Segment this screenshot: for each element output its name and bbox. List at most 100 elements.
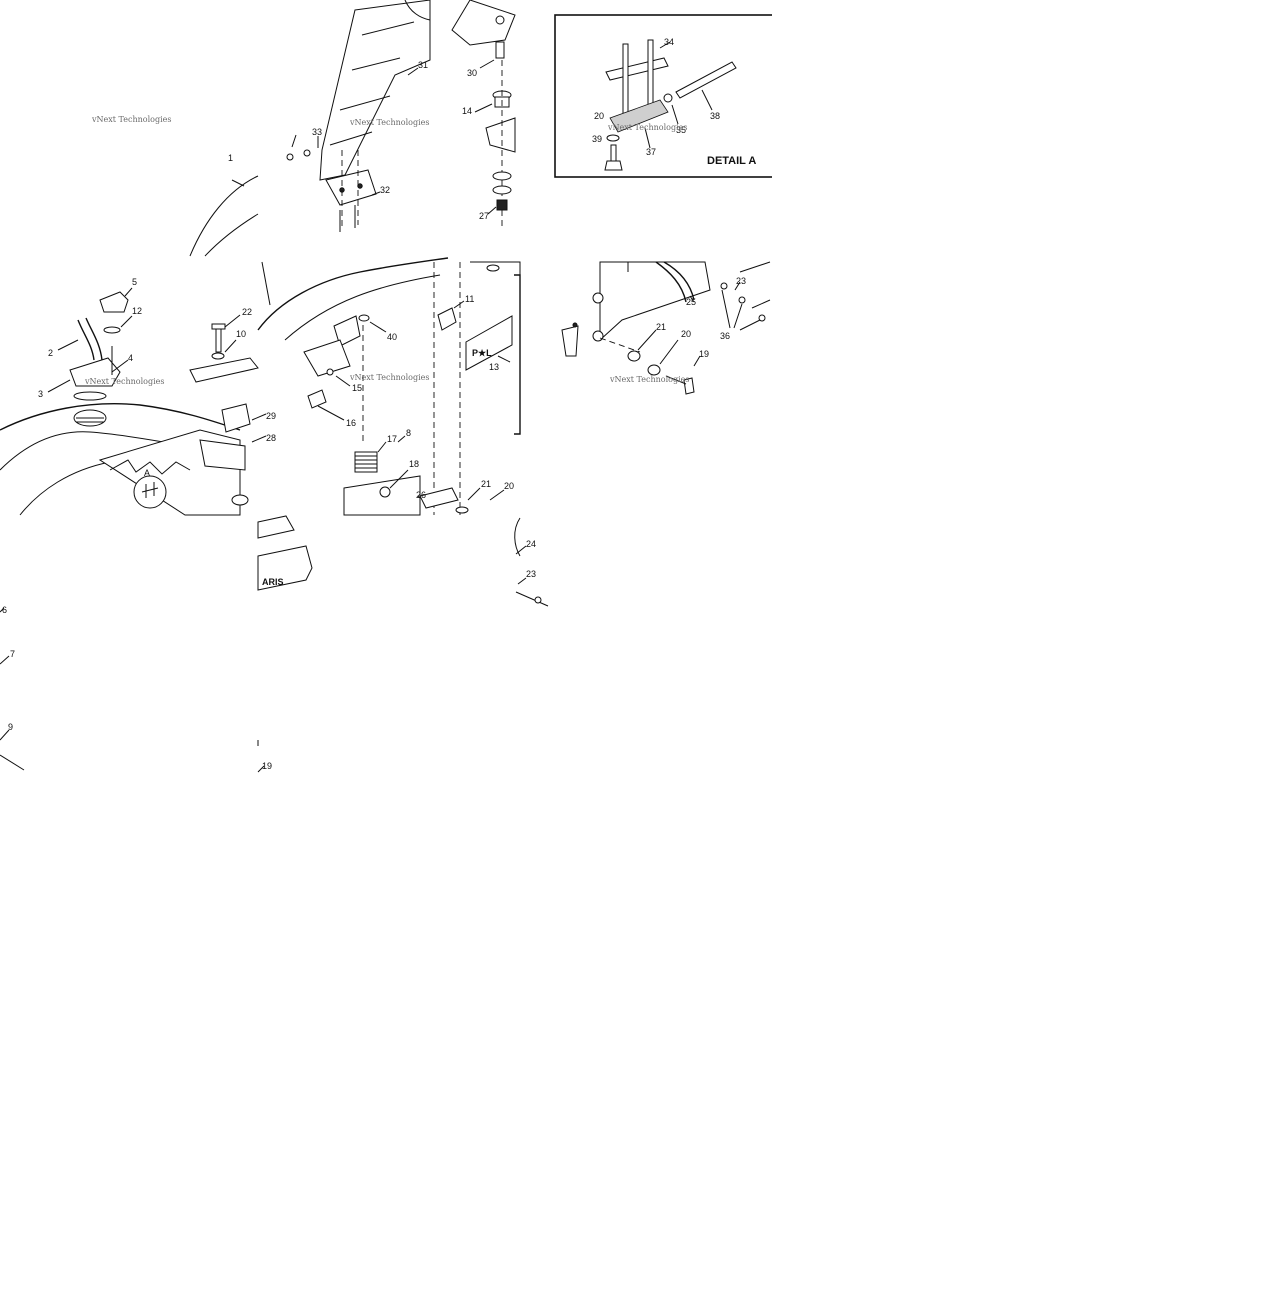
callout-20-detail: 20 xyxy=(594,111,604,121)
pivot-pin xyxy=(572,322,578,328)
callout-16: 16 xyxy=(346,418,356,428)
watermark-2: vNext Technologies xyxy=(349,118,429,127)
tank-neck-threads xyxy=(76,417,104,423)
detail-a-circle-parts xyxy=(141,482,159,498)
callout-33: 33 xyxy=(312,127,322,137)
leader-19-bottom xyxy=(257,765,265,773)
tank-rail xyxy=(189,357,259,383)
detail-a-clip xyxy=(772,0,792,260)
clip-36b xyxy=(738,296,746,304)
group-bracket xyxy=(514,274,521,435)
washer-21-right xyxy=(627,350,641,362)
callout-23-right: 23 xyxy=(736,276,746,286)
oil-fitting-18 xyxy=(379,486,391,498)
leader-24 xyxy=(515,545,527,555)
callout-2: 2 xyxy=(48,348,53,358)
tile-bottom-right-fragment: 24 23 xyxy=(514,517,549,607)
callout-21-right: 21 xyxy=(656,322,666,332)
leader-17 xyxy=(377,441,387,453)
hood-front-edge xyxy=(257,257,449,331)
leader-4 xyxy=(111,359,129,373)
leader-23-right xyxy=(734,281,741,291)
hose-25 xyxy=(655,261,695,303)
callout-18: 18 xyxy=(409,459,419,469)
hood-inner-edge xyxy=(284,274,441,341)
watermark-6: vNext Technologies xyxy=(609,375,689,384)
callout-19-right: 19 xyxy=(699,349,709,359)
leader-29 xyxy=(251,413,267,421)
detail-a-circle xyxy=(133,475,167,509)
callout-13: 13 xyxy=(489,362,499,372)
leader-27 xyxy=(487,206,497,215)
callout-6: 6 xyxy=(2,605,7,615)
leader-37 xyxy=(644,127,651,149)
callout-25: 25 xyxy=(686,297,696,307)
leader-35 xyxy=(671,104,679,125)
leader-5 xyxy=(124,287,133,297)
clip-35 xyxy=(663,93,673,103)
bracket-arm xyxy=(319,0,431,181)
leader-12 xyxy=(120,315,133,328)
callout-26: 26 xyxy=(416,490,426,500)
washer-20-detail xyxy=(606,134,620,142)
callout-31: 31 xyxy=(418,60,428,70)
watermark-1: vNext Technologies xyxy=(91,115,171,124)
callout-29: 29 xyxy=(266,411,276,421)
plate-axis-lines xyxy=(341,150,359,230)
callout-27: 27 xyxy=(479,211,489,221)
pivot-bracket xyxy=(599,261,711,342)
callout-7: 7 xyxy=(10,649,15,659)
callout-21-mid: 21 xyxy=(481,479,491,489)
pin-left xyxy=(622,43,629,115)
leader-16 xyxy=(317,405,345,421)
bolt-39-head xyxy=(604,160,623,171)
washer-40 xyxy=(358,314,370,322)
leader-15 xyxy=(335,375,351,387)
callout-40: 40 xyxy=(387,332,397,342)
watermark-5: vNext Technologies xyxy=(349,373,429,382)
callout-39: 39 xyxy=(592,134,602,144)
bolt-22-head xyxy=(211,323,226,330)
fuel-cap-5 xyxy=(99,291,129,313)
detail-a-marker: A xyxy=(144,468,150,478)
linkage-rods xyxy=(739,261,771,309)
upper-bracket xyxy=(451,0,516,46)
upper-bracket-hole xyxy=(495,15,505,25)
logo-text-2: ARIS xyxy=(262,577,284,587)
leader-6 xyxy=(0,607,5,613)
bracket-ribs xyxy=(329,21,415,146)
pivot-axis xyxy=(599,337,641,353)
logo-plate xyxy=(465,315,513,371)
callout-30: 30 xyxy=(467,68,477,78)
leader-20-mid xyxy=(489,489,505,501)
callout-11: 11 xyxy=(465,294,474,304)
callout-37: 37 xyxy=(646,147,656,157)
leader-30 xyxy=(479,59,495,69)
pin-right xyxy=(647,39,654,109)
leader-26 xyxy=(417,495,421,499)
callout-20-mid: 20 xyxy=(504,481,514,491)
tile-middle-right: 25 21 20 19 36 23 vNext Technologies xyxy=(561,261,771,395)
leader-28 xyxy=(251,435,267,443)
oil-filler-17 xyxy=(354,451,378,473)
bracket-top-curve xyxy=(404,0,431,21)
washer-10 xyxy=(211,352,225,360)
hood-seam xyxy=(261,261,271,306)
tank-top-edge xyxy=(0,403,241,431)
leader-31 xyxy=(407,67,419,76)
callout-15: 15 xyxy=(352,383,362,393)
callout-22: 22 xyxy=(242,307,252,317)
callout-14: 14 xyxy=(462,106,472,116)
callout-12: 12 xyxy=(132,306,142,316)
detail-a-title: DETAIL A xyxy=(707,155,756,167)
leader-38 xyxy=(701,89,713,111)
vent-hose-2 xyxy=(77,317,103,361)
leader-34 xyxy=(659,41,671,49)
leader-19-right xyxy=(693,355,701,367)
seal-ring xyxy=(73,391,107,401)
support-wedge xyxy=(561,325,579,357)
callout-35: 35 xyxy=(676,125,686,135)
nut-27 xyxy=(496,199,508,211)
leader-9 xyxy=(0,729,10,741)
